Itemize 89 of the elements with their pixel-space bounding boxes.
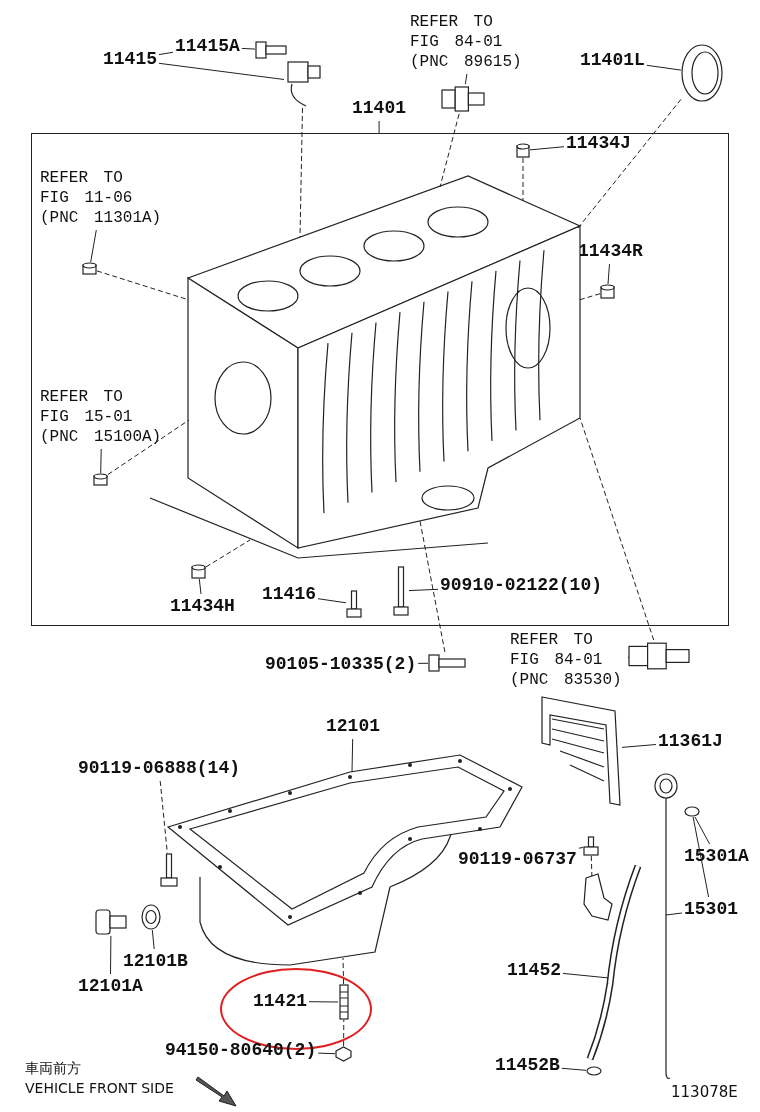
plug-drawing (93, 473, 108, 486)
part-number: 12101B (123, 951, 188, 972)
leader-line (241, 47, 256, 50)
guide-line (419, 520, 446, 653)
leader-line (464, 73, 468, 85)
part-number: 11401L (580, 50, 645, 71)
reference-note: REFER TO FIG 15-01 (PNC 15100A) (40, 387, 164, 447)
guide-line (522, 157, 524, 202)
leader-line (692, 816, 710, 898)
leader-line (317, 598, 347, 604)
part-number: 11434J (566, 133, 631, 154)
part-number: 11421 (253, 991, 307, 1012)
guide-line (342, 957, 345, 985)
leader-line (665, 912, 683, 916)
direction-label: 車両前方 (25, 1060, 81, 1077)
part-number: 11401 (352, 98, 406, 119)
leader-line (317, 1052, 336, 1055)
baffle-plate-drawing (540, 695, 622, 807)
guide-line (107, 419, 190, 475)
part-number: 11452 (507, 960, 561, 981)
oil-seal-drawing (681, 44, 723, 102)
leader-line (351, 738, 354, 773)
figure-number: 113078E (671, 1084, 738, 1101)
nut-drawing (335, 1046, 352, 1062)
leader-line (578, 847, 584, 849)
leader-line (198, 578, 202, 595)
part-number: 90119-06888(14) (78, 758, 241, 779)
guide-line (205, 539, 251, 568)
part-number: 11452B (495, 1055, 560, 1076)
part-number: 12101A (78, 976, 143, 997)
dipstick-drawing (652, 772, 680, 1082)
part-number: 90105-10335(2) (265, 654, 417, 675)
leader-line (646, 64, 682, 71)
plug-drawing (600, 284, 615, 299)
leader-line (562, 972, 610, 979)
leader-line (621, 744, 657, 748)
o-ring-drawing (684, 806, 700, 817)
part-number: 90119-06737 (458, 849, 577, 870)
drain-plug-drawing (95, 908, 127, 936)
guide-line (96, 270, 190, 301)
leader-line (694, 816, 711, 845)
guide-line (299, 107, 303, 238)
guide-line (579, 417, 655, 641)
leader-line (529, 146, 565, 151)
part-number: 11361J (658, 731, 723, 752)
part-number: 11415A (175, 36, 240, 57)
leader-line (110, 935, 112, 975)
stud-drawing (338, 984, 350, 1020)
guide-line (439, 113, 460, 188)
leader-line (158, 62, 285, 80)
sensor-drawing (441, 84, 485, 114)
plug-drawing (516, 143, 530, 158)
leader-line (417, 662, 429, 664)
o-ring-drawing (586, 1066, 602, 1076)
part-number: 15301A (684, 846, 749, 867)
group-frame (31, 133, 729, 626)
bolt-drawing (346, 590, 362, 618)
leader-line (378, 120, 380, 134)
leader-line (158, 51, 174, 56)
leader-line (607, 263, 610, 285)
direction-label: VEHICLE FRONT SIDE (25, 1080, 174, 1097)
plug-drawing (82, 262, 97, 275)
part-number: 11434H (170, 596, 235, 617)
bolt-drawing (583, 836, 599, 856)
leader-line (561, 1067, 587, 1071)
part-number: 12101 (326, 716, 380, 737)
guide-line (578, 293, 601, 301)
reference-note: REFER TO FIG 84-01 (PNC 83530) (510, 630, 634, 690)
part-number: 94150-80640(2) (165, 1040, 317, 1061)
part-number: 90910-02122(10) (440, 575, 603, 596)
washer-drawing (141, 904, 161, 930)
reference-note: REFER TO FIG 84-01 (PNC 89615) (410, 12, 534, 72)
sensor-drawing (628, 640, 690, 672)
leader-line (308, 1001, 339, 1003)
leader-line (151, 929, 155, 950)
bolt-drawing (160, 853, 178, 887)
guide-line (577, 98, 682, 229)
guide-line (343, 1019, 345, 1047)
part-number: 11415 (103, 49, 157, 70)
bolt-drawing (428, 652, 466, 674)
leader-line (90, 229, 97, 263)
reference-note: REFER TO FIG 11-06 (PNC 11301A) (40, 168, 164, 228)
bolt-drawing (393, 566, 409, 616)
bolt-drawing (255, 38, 287, 62)
leader-line (408, 588, 439, 592)
part-number: 11416 (262, 584, 316, 605)
plug-drawing (191, 564, 206, 579)
part-number: 15301 (684, 899, 738, 920)
leader-line (100, 448, 102, 474)
